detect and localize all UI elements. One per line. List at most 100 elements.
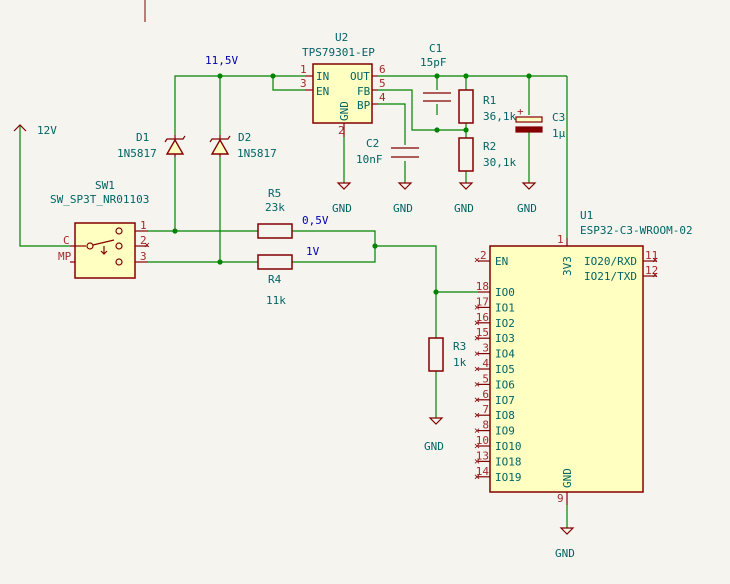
u2-value: TPS79301-EP xyxy=(302,46,375,59)
svg-text:12: 12 xyxy=(645,264,658,277)
svg-text:EN: EN xyxy=(495,255,508,268)
no-connect-marker xyxy=(474,351,480,356)
svg-text:GND: GND xyxy=(332,202,352,215)
sw1-pin-mp: MP xyxy=(58,250,72,263)
gnd-symbol-r3: GND xyxy=(424,417,444,453)
diode-d1: D1 1N5817 xyxy=(117,131,186,160)
u1-pin-name: IO8 xyxy=(495,409,515,422)
c1-ref: C1 xyxy=(429,42,442,55)
u1-pin-number: 6 xyxy=(482,388,489,401)
u1-ref: U1 xyxy=(580,209,593,222)
d1-ref: D1 xyxy=(136,131,149,144)
svg-text:12V: 12V xyxy=(37,124,57,137)
c3-ref: C3 xyxy=(552,111,565,124)
svg-text:5: 5 xyxy=(379,77,386,90)
svg-text:FB: FB xyxy=(357,85,371,98)
r4-value: 11k xyxy=(266,294,286,307)
gnd-symbol-u1: GND xyxy=(555,527,575,560)
sw1-pin-2: 2 xyxy=(140,234,147,247)
r5-ref: R5 xyxy=(268,187,281,200)
svg-text:3: 3 xyxy=(300,77,307,90)
c1-value: 15pF xyxy=(420,56,447,69)
junctions xyxy=(172,73,532,295)
u1-pin-name: IO1 xyxy=(495,301,515,314)
gnd-symbol-c3: GND xyxy=(517,182,537,215)
diode-d2: D2 1N5817 xyxy=(209,131,277,160)
net-label-1v: 1V xyxy=(306,245,320,258)
svg-text:3V3: 3V3 xyxy=(561,256,574,276)
c2-ref: C2 xyxy=(366,137,379,150)
capacitor-c3: + C3 1µ xyxy=(515,105,566,140)
svg-text:GND: GND xyxy=(393,202,413,215)
svg-text:EN: EN xyxy=(316,85,329,98)
svg-text:2: 2 xyxy=(338,124,345,137)
power-12v-symbol: 12V xyxy=(13,124,57,137)
u1-pin-name: IO10 xyxy=(495,440,522,453)
r2-value: 30,1k xyxy=(483,156,516,169)
no-connect-marker xyxy=(474,474,480,480)
r1-value: 36,1k xyxy=(483,110,516,123)
module-u1: U1 ESP32-C3-WROOM-02 2 EN 1 3V3 9 GND 11… xyxy=(474,209,693,505)
svg-text:GND: GND xyxy=(555,547,575,560)
no-connect-marker xyxy=(474,459,480,464)
resistor-r4: R4 11k xyxy=(257,254,293,307)
u1-pin-number: 8 xyxy=(482,419,489,432)
svg-text:1: 1 xyxy=(557,233,564,246)
svg-text:OUT: OUT xyxy=(350,70,370,83)
u1-pin-number: 5 xyxy=(482,372,489,385)
no-connect-marker xyxy=(474,320,480,326)
svg-text:IN: IN xyxy=(316,70,329,83)
u1-pin-number: 10 xyxy=(476,434,489,447)
sw1-pin-3: 3 xyxy=(140,250,147,263)
u1-pin-number: 7 xyxy=(482,403,489,416)
sw1-ref: SW1 xyxy=(95,179,115,192)
d2-value: 1N5817 xyxy=(237,147,277,160)
d1-value: 1N5817 xyxy=(117,147,157,160)
sw1-value: SW_SP3T_NR01103 xyxy=(50,193,149,206)
svg-text:2: 2 xyxy=(480,249,487,262)
no-connect-marker xyxy=(474,305,480,310)
resistor-r1: R1 36,1k xyxy=(458,89,516,124)
svg-text:GND: GND xyxy=(424,440,444,453)
u1-pin-name: IO2 xyxy=(495,317,515,330)
gnd-symbol-u2: GND xyxy=(332,182,352,215)
r5-value: 23k xyxy=(265,201,285,214)
svg-text:IO20/RXD: IO20/RXD xyxy=(584,255,637,268)
r1-ref: R1 xyxy=(483,94,496,107)
no-connect-marker xyxy=(474,412,480,418)
net-label-0-5v: 0,5V xyxy=(302,214,329,227)
resistor-r3: R3 1k xyxy=(428,337,467,372)
capacitor-c1: C1 15pF xyxy=(420,42,451,102)
u1-pin-name: IO3 xyxy=(495,332,515,345)
svg-text:9: 9 xyxy=(557,492,564,505)
switch-sw1: 1 2 3 C MP SW1 SW_SP3T_NR01103 xyxy=(50,179,149,279)
no-connect-marker xyxy=(474,428,480,433)
svg-text:1: 1 xyxy=(300,63,307,76)
u1-pin-name: IO0 xyxy=(495,286,515,299)
no-connect-markers xyxy=(144,242,658,278)
svg-text:BP: BP xyxy=(357,99,371,112)
sw1-pin-1: 1 xyxy=(140,219,147,232)
u1-pin-number: 4 xyxy=(482,357,489,370)
u1-pin-number: 17 xyxy=(476,295,489,308)
r2-ref: R2 xyxy=(483,140,496,153)
net-label-11-5v: 11,5V xyxy=(205,54,238,67)
c3-value: 1µ xyxy=(552,127,566,140)
capacitor-c2: C2 10nF xyxy=(356,137,419,166)
c2-value: 10nF xyxy=(356,153,383,166)
u1-pin-number: 15 xyxy=(476,326,489,339)
svg-text:IO21/TXD: IO21/TXD xyxy=(584,270,637,283)
u1-pin-name: IO19 xyxy=(495,471,522,484)
svg-text:GND: GND xyxy=(517,202,537,215)
svg-text:GND: GND xyxy=(454,202,474,215)
sw1-pin-c: C xyxy=(63,234,70,247)
u1-pin-name: IO6 xyxy=(495,378,515,391)
u1-pin-number: 13 xyxy=(476,449,489,462)
no-connect-marker xyxy=(474,443,480,449)
svg-text:6: 6 xyxy=(379,63,386,76)
svg-text:4: 4 xyxy=(379,91,386,104)
resistor-r2: R2 30,1k xyxy=(458,137,516,172)
no-connect-marker xyxy=(474,382,480,387)
